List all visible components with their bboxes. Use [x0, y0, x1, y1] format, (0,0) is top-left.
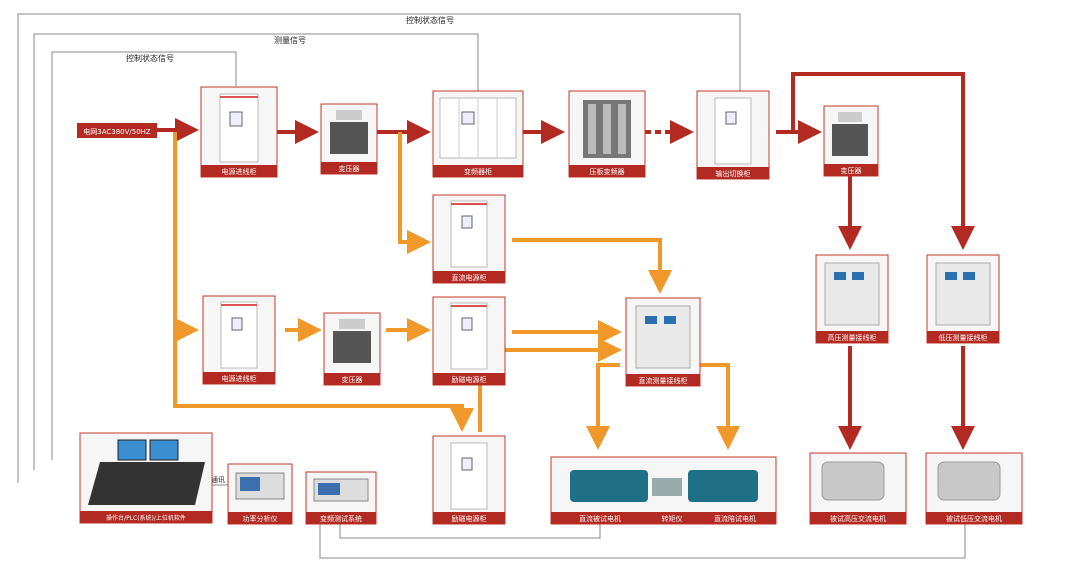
node-label: 变压器 [342, 375, 363, 384]
node-label-torque-meter: 转矩仪 [662, 514, 683, 523]
node-label: 电源进线柜 [222, 374, 257, 383]
node-power-analyzer: 功率分析仪 [227, 463, 293, 525]
signal-lines [17, 13, 966, 559]
node-dc-power-cab: 直流电源柜 [432, 194, 506, 284]
node-transformer-2: 变压器 [323, 312, 381, 386]
node-motor-bench: 直流被试电机 转矩仪 直流陪试电机 [550, 456, 777, 525]
node-label: 变压器 [339, 164, 360, 173]
node-excitation-cab: 励磁电源柜 [432, 296, 506, 386]
node-dc-meas-cab: 直流测量接线柜 [625, 297, 701, 387]
node-console: 操作台/PLC(系统)/上位机软件 [79, 432, 213, 524]
node-label: 变压器 [841, 166, 862, 175]
red-power-lines [157, 72, 975, 450]
node-power-in-cab-1: 电源进线柜 [200, 86, 278, 178]
node-transformer-1: 变压器 [320, 103, 378, 175]
node-lv-motor: 被试低压交流电机 [925, 452, 1023, 525]
grid-source-label: 电网3AC380V/50HZ [83, 127, 151, 136]
node-label: 操作台/PLC(系统)/上位机软件 [106, 514, 186, 522]
node-label: 直流测量接线柜 [639, 376, 688, 385]
grid-source: 电网3AC380V/50HZ [77, 123, 157, 138]
node-hv-motor: 被试高压交流电机 [809, 452, 907, 525]
node-label: 高压测量接线柜 [828, 333, 877, 342]
node-output-switch-cab: 输出切换柜 [696, 90, 770, 180]
node-excitation-source: 励磁电源柜 [432, 435, 506, 525]
node-label-dc-motor-2: 直流陪试电机 [714, 514, 756, 523]
orange-power-lines [173, 132, 740, 450]
node-label: 被试高压交流电机 [830, 514, 886, 523]
signal-label-control-top: 控制状态信号 [406, 15, 454, 25]
node-label: 压板变频器 [590, 167, 625, 176]
node-label: 励磁电源柜 [452, 514, 487, 523]
node-power-in-cab-2: 电源进线柜 [202, 295, 276, 385]
node-label: 输出切换柜 [716, 169, 751, 178]
node-label: 直流电源柜 [452, 273, 487, 282]
node-label-dc-motor-1: 直流被试电机 [579, 514, 621, 523]
node-label: 电源进线柜 [222, 167, 257, 176]
node-label: 被试低压交流电机 [946, 514, 1002, 523]
node-label: 变频测试系统 [320, 514, 362, 523]
node-transformer-right: 变压器 [823, 105, 879, 177]
signal-label-measure: 测量信号 [274, 35, 306, 45]
node-hv-meas-cab: 高压测量接线柜 [815, 254, 889, 344]
node-label: 低压测量接线柜 [939, 333, 988, 342]
node-vfd-cab: 变频器柜 [432, 90, 524, 178]
signal-label-comm: 通讯 [211, 475, 225, 484]
node-step-up-transformer: 压板变频器 [568, 90, 646, 178]
node-vf-test-system: 变频测试系统 [305, 471, 377, 525]
signal-label-control-inner: 控制状态信号 [126, 53, 174, 63]
node-label: 励磁电源柜 [452, 375, 487, 384]
node-label: 功率分析仪 [243, 514, 278, 523]
node-lv-meas-cab: 低压测量接线柜 [926, 254, 1000, 344]
node-label: 变频器柜 [464, 167, 492, 176]
